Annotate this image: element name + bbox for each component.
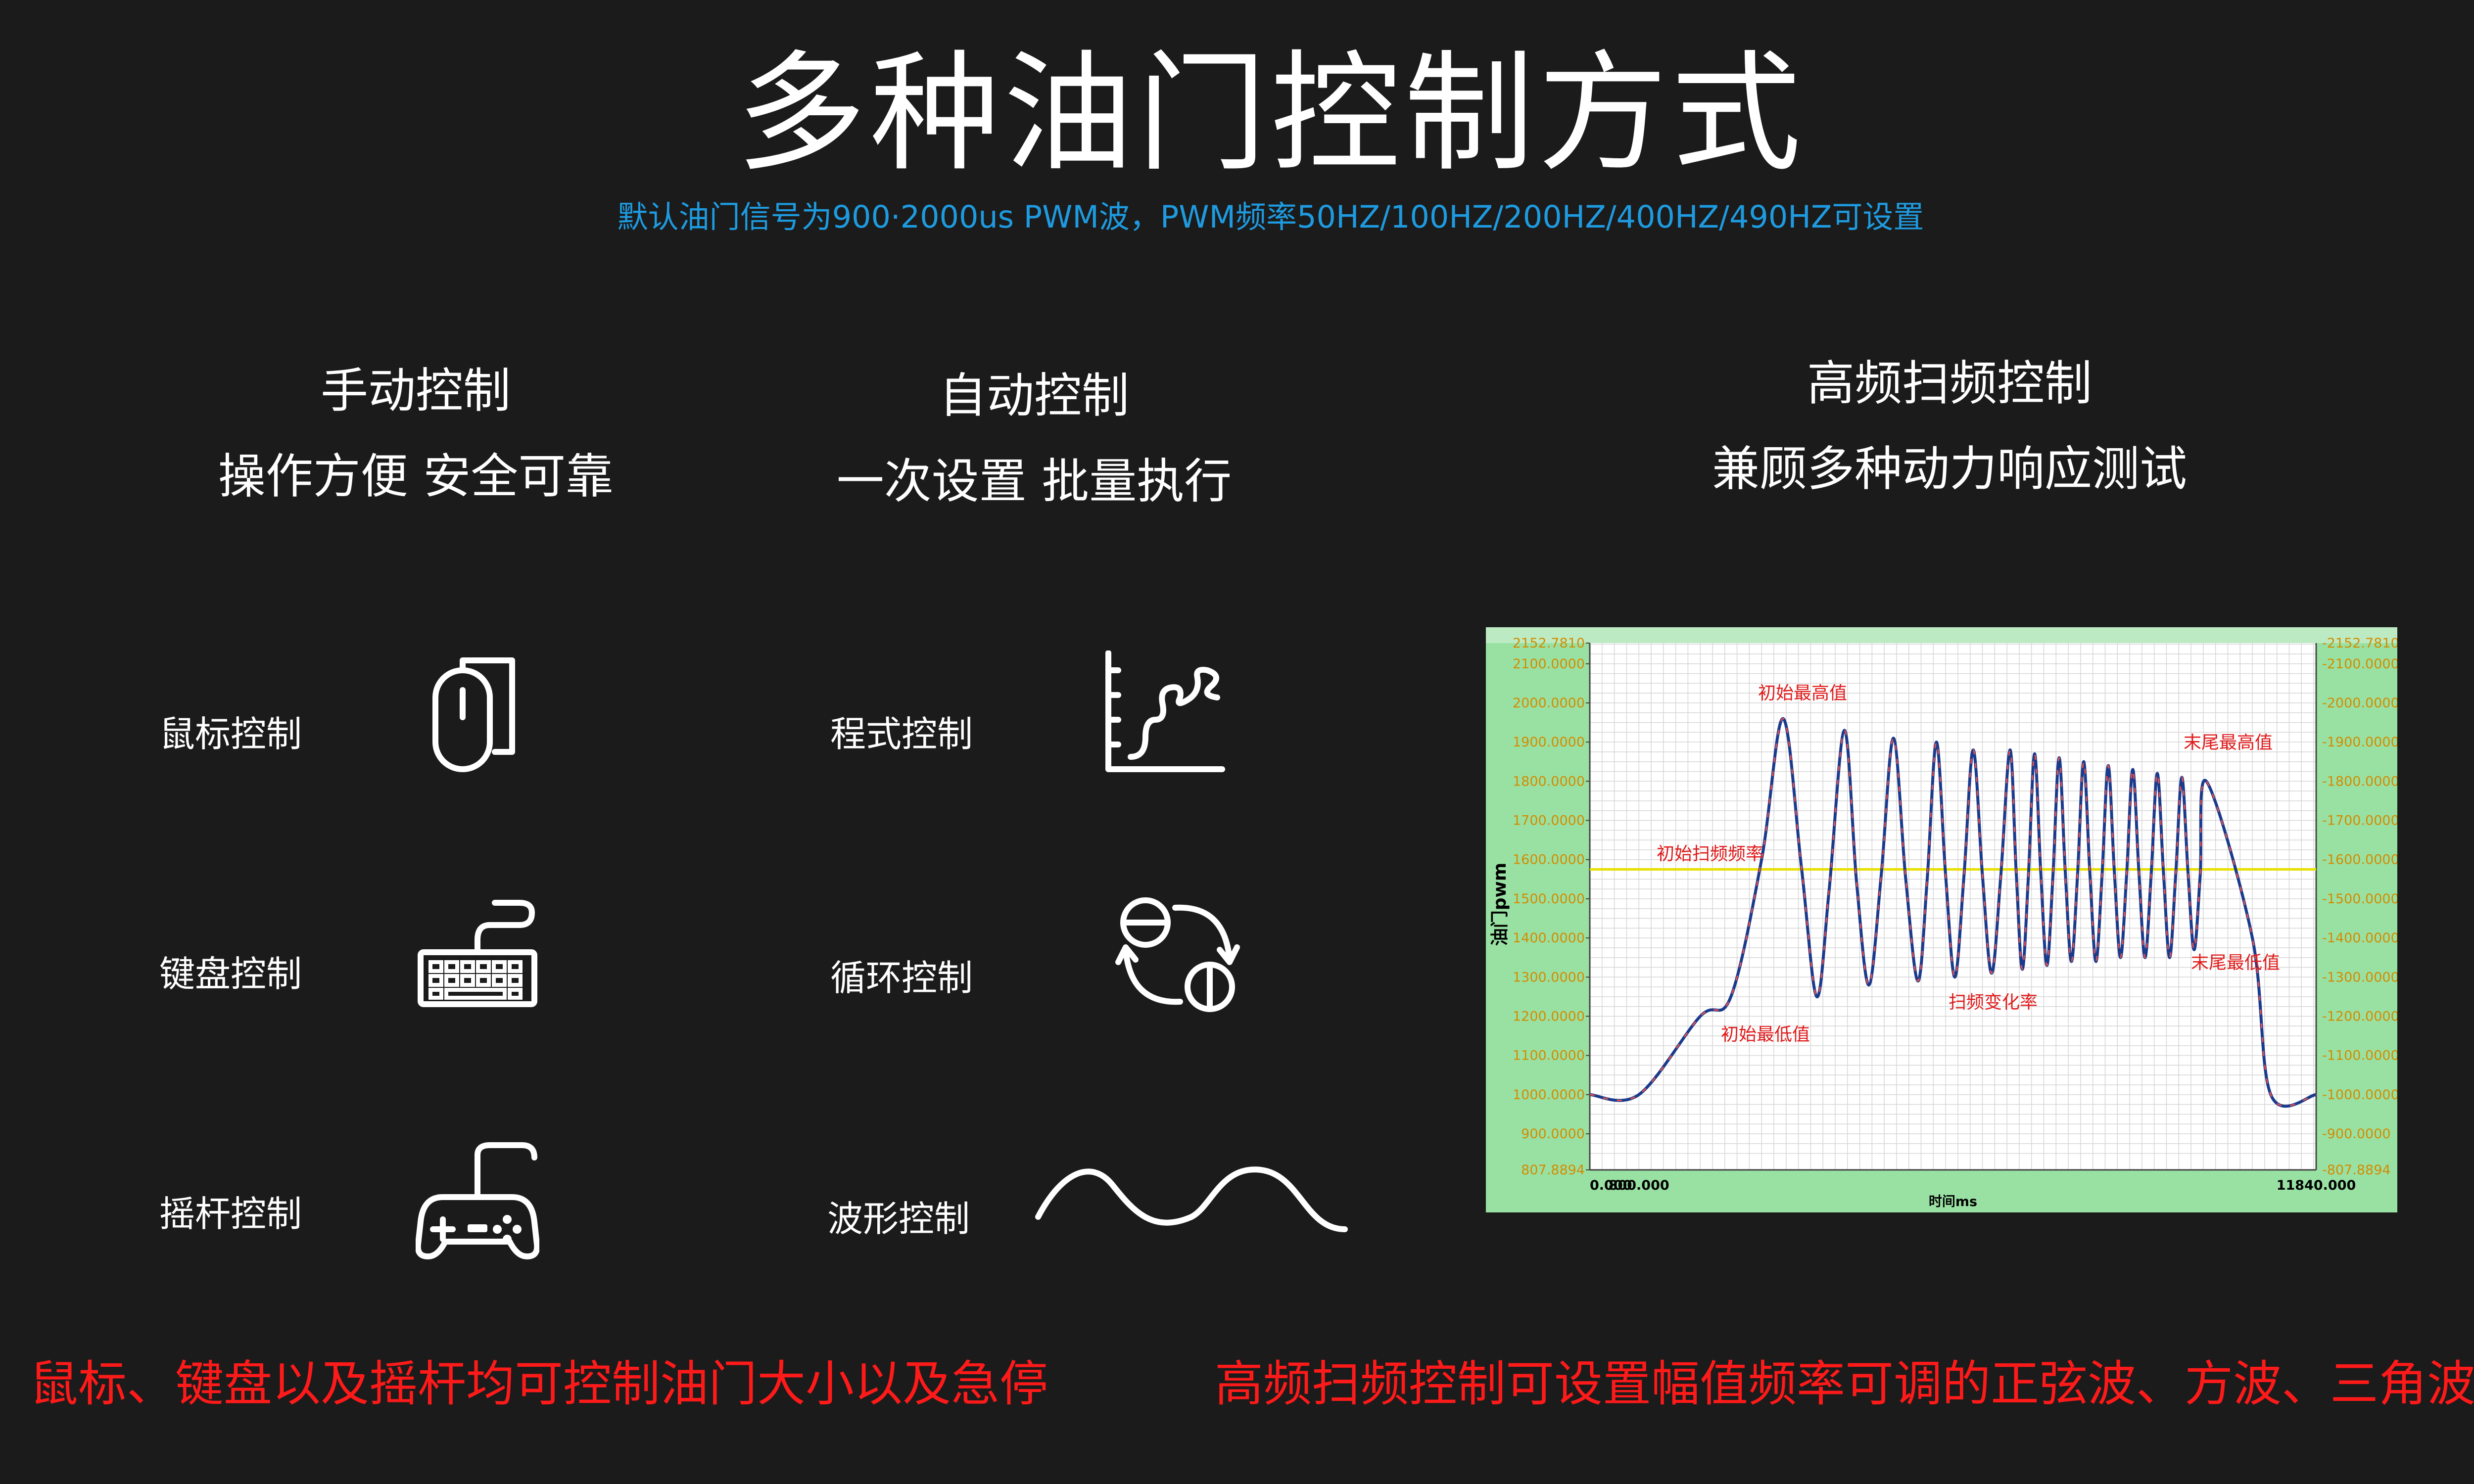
left-caption: 鼠标、键盘以及摇杆均可控制油门大小以及急停: [30, 1356, 1048, 1412]
tick-labels: 2152.7810 2100.0000 2000.0000 1900.0000 1800…: [1513, 636, 2399, 1193]
gamepad-icon: [416, 1142, 539, 1259]
cycle-control-label: 循环控制: [830, 957, 973, 999]
plot-area: [1590, 643, 2316, 1170]
y-tick-label: 1400.0000: [1513, 930, 1585, 946]
right-y-tick-label: -2100.0000: [2322, 656, 2397, 672]
joystick-control-label: 摇杆控制: [159, 1193, 302, 1235]
x-tick-label: 0.000: [1590, 1178, 1632, 1193]
program-control-label: 程式控制: [830, 713, 973, 755]
right-y-tick-label: -1700.0000: [2322, 813, 2397, 829]
right-y-tick-label: -2000.0000: [2322, 696, 2397, 711]
chart-top-band: [1486, 627, 2397, 643]
mouse-control-label: 鼠标控制: [159, 713, 302, 755]
right-y-tick-label: -807.8894: [2322, 1162, 2391, 1178]
x-axis-title: 时间ms: [1929, 1194, 1977, 1209]
annotation-label: 扫频变化率: [1949, 992, 2038, 1013]
x-tick-label: 800.000: [1609, 1178, 1669, 1193]
series-line-0: [1589, 717, 2317, 1108]
y-tick-label: 1000.0000: [1513, 1087, 1585, 1103]
right-y-tick-label: -1400.0000: [2322, 930, 2397, 946]
right-y-tick-label: -1800.0000: [2322, 774, 2397, 789]
y-tick-label: 1100.0000: [1513, 1048, 1585, 1064]
series-layer: [1589, 717, 2317, 1108]
keyboard-control-label: 键盘控制: [159, 953, 302, 995]
y-tick-label: 1500.0000: [1513, 891, 1585, 907]
sweep-chart-svg: 2152.7810 2100.0000 2000.0000 1900.0000 1800…: [1486, 627, 2399, 1209]
manual-control-tagline: 操作方便 安全可靠: [218, 449, 614, 504]
right-y-tick-label: -1500.0000: [2322, 891, 2397, 907]
waveform-control-label: 波形控制: [827, 1198, 970, 1240]
sweep-control-tagline: 兼顾多种动力响应测试: [1712, 441, 2187, 497]
mouse-icon: [432, 657, 515, 772]
y-tick-label: 2152.7810: [1513, 636, 1585, 651]
annotation-label: 初始最低值: [1721, 1024, 1810, 1045]
program-chart-icon: [1105, 650, 1225, 772]
x-tick-label: 11840.000: [2277, 1178, 2356, 1193]
manual-control-heading: 手动控制: [321, 363, 511, 418]
y-tick-label: 1600.0000: [1513, 852, 1585, 868]
annotation-label: 末尾最高值: [2184, 733, 2273, 753]
y-tick-label: 807.8894: [1521, 1162, 1585, 1178]
y-tick-label: 2000.0000: [1513, 696, 1585, 711]
annotation-label: 初始最高值: [1758, 683, 1847, 703]
page-title: 多种油门控制方式: [736, 38, 1805, 189]
right-y-tick-label: -1900.0000: [2322, 735, 2397, 750]
y-tick-label: 1700.0000: [1513, 813, 1585, 829]
y-tick-label: 1200.0000: [1513, 1009, 1585, 1024]
right-y-tick-label: -1100.0000: [2322, 1048, 2397, 1064]
sweep-control-heading: 高频扫频控制: [1807, 356, 2092, 411]
sine-wave-icon: [1035, 1166, 1348, 1232]
right-y-tick-label: -1300.0000: [2322, 970, 2397, 985]
auto-control-tagline: 一次设置 批量执行: [836, 454, 1232, 509]
y-tick-label: 1900.0000: [1513, 735, 1585, 750]
right-y-tick-label: -900.0000: [2322, 1126, 2391, 1142]
right-y-tick-label: -2152.7810: [2322, 636, 2397, 651]
annotation-label: 末尾最低值: [2191, 953, 2280, 973]
y-tick-label: 1300.0000: [1513, 970, 1585, 985]
auto-control-heading: 自动控制: [939, 368, 1129, 423]
right-caption: 高频扫频控制可设置幅值频率可调的正弦波、方波、三角波: [1215, 1356, 2474, 1412]
y-tick-label: 1800.0000: [1513, 774, 1585, 789]
keyboard-icon: [418, 900, 537, 1007]
page-subtitle: 默认油门信号为900·2000us PWM波，PWM频率50HZ/100HZ/2…: [617, 199, 1924, 235]
y-tick-label: 900.0000: [1521, 1126, 1585, 1142]
annotation-label: 初始扫频频率: [1657, 844, 1763, 864]
y-axis-title: 油门pwm: [1490, 863, 1510, 946]
grid: [1589, 643, 2317, 1171]
sweep-chart: 2152.7810 2100.0000 2000.0000 1900.0000 1800…: [1486, 627, 2399, 1212]
right-y-tick-label: -1200.0000: [2322, 1009, 2397, 1024]
cycle-icon: [1115, 897, 1240, 1012]
right-y-tick-label: -1000.0000: [2322, 1087, 2397, 1103]
y-tick-label: 2100.0000: [1513, 656, 1585, 672]
right-y-tick-label: -1600.0000: [2322, 852, 2397, 868]
